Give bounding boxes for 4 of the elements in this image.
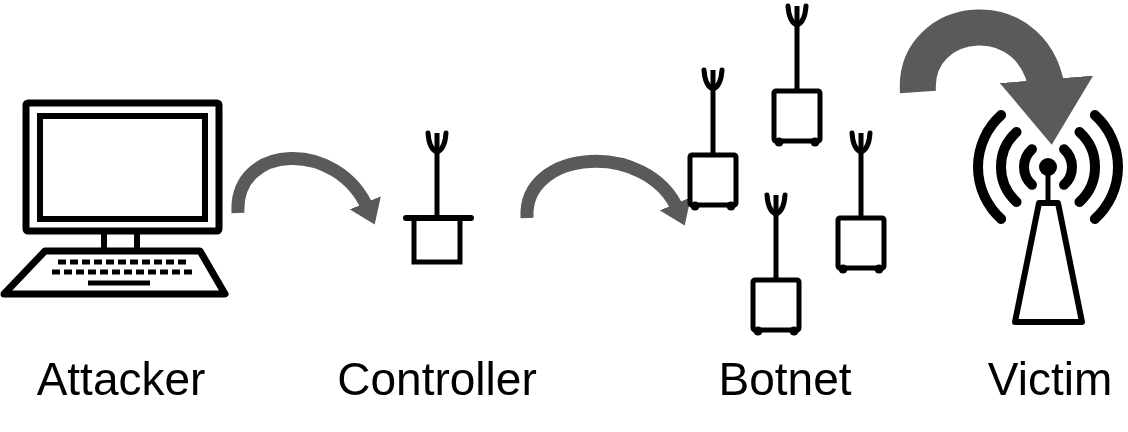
node-label: Controller bbox=[337, 354, 537, 404]
node-label: Botnet bbox=[718, 354, 852, 404]
node-label: Attacker bbox=[36, 354, 206, 404]
node-label: Victim bbox=[987, 354, 1113, 404]
